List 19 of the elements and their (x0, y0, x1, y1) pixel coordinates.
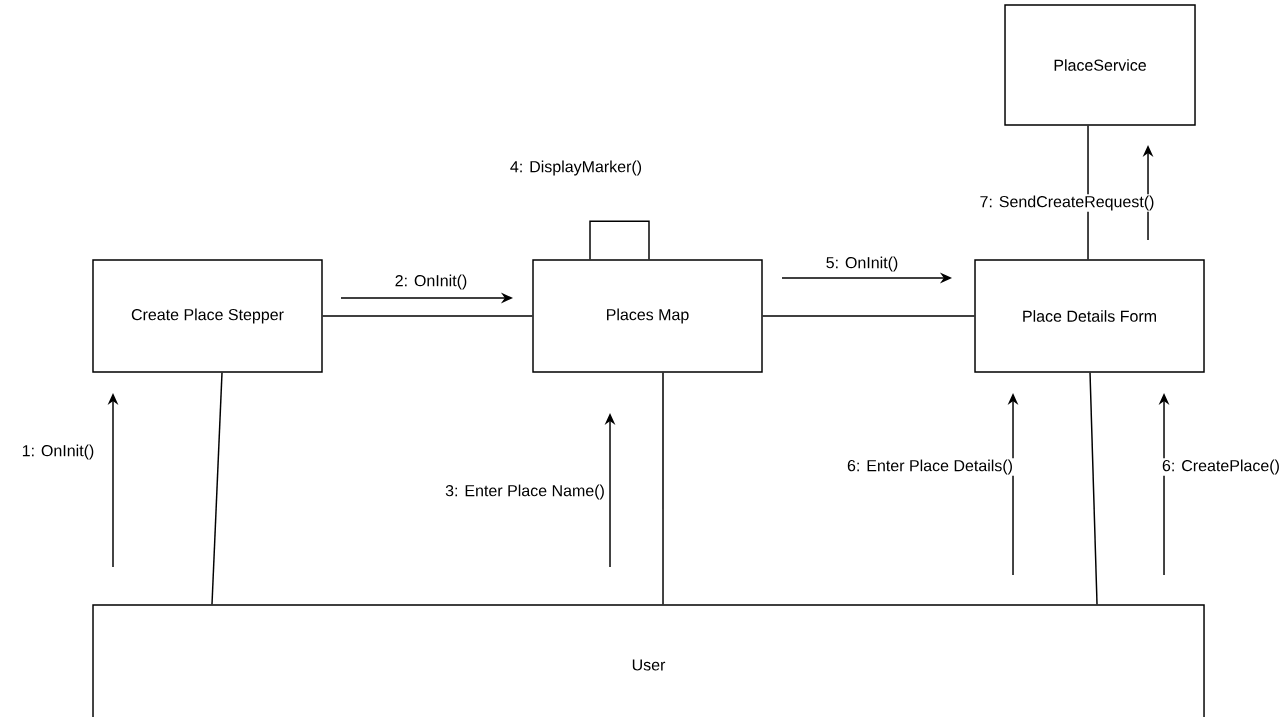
link-line (662, 372, 664, 605)
object-box: Create Place Stepper (92, 259, 323, 373)
message-label: 5: OnInit() (824, 255, 900, 273)
message-label: 7: SendCreateRequest() (978, 194, 1156, 212)
message-label: 1: OnInit() (20, 443, 96, 461)
message-label: 6: Enter Place Details() (845, 458, 1015, 476)
message-label: 3: Enter Place Name() (443, 483, 607, 501)
message-label: 2: OnInit() (393, 273, 469, 291)
actor-box: User (92, 604, 1205, 717)
link-line (762, 315, 975, 317)
message-label: 6: CreatePlace() (1160, 458, 1282, 476)
self-link (589, 220, 650, 260)
link-line (1089, 372, 1098, 605)
object-box: PlaceService (1004, 4, 1196, 126)
message-label: 4: DisplayMarker() (508, 159, 644, 177)
object-box: Place Details Form (974, 259, 1205, 373)
link-line (322, 315, 533, 317)
object-box: Places Map (532, 259, 763, 373)
link-line (211, 372, 223, 605)
